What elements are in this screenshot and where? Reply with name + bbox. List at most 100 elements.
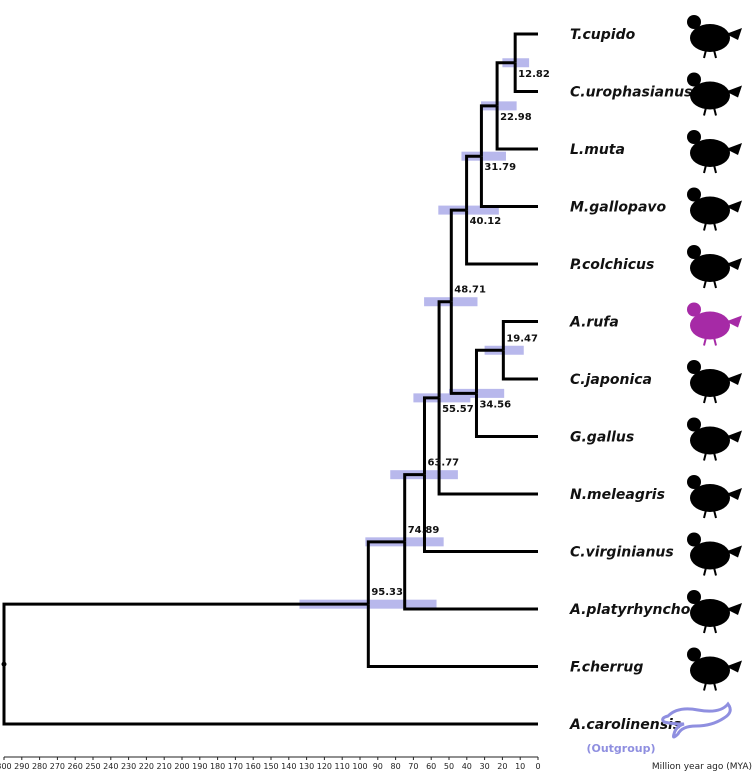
falcon-icon	[687, 647, 742, 691]
axis-tick-label: 100	[352, 762, 367, 771]
bobwhite-icon	[687, 532, 742, 576]
turkey-icon	[687, 187, 742, 231]
taxon-label: A.platyrhynchos	[569, 602, 699, 618]
ci-bar-40.12	[438, 205, 499, 215]
axis-tick-label: 220	[139, 762, 154, 771]
silhouette-icons	[661, 15, 742, 739]
axis-tick-label: 280	[32, 762, 47, 771]
branch-root-1	[2, 664, 538, 726]
branch-n4012-1	[465, 210, 538, 266]
axis-tick-label: 120	[317, 762, 332, 771]
node-age-label: 19.47	[506, 333, 538, 344]
axis-tick-label: 160	[246, 762, 261, 771]
branch-n1282-1	[513, 62, 538, 93]
axis-tick-label: 150	[263, 762, 278, 771]
ptarmigan-icon	[687, 130, 742, 174]
taxon-label: P.colchicus	[570, 257, 654, 273]
axis-tick-label: 250	[85, 762, 100, 771]
rooster-icon	[687, 417, 742, 461]
node-age-label: 40.12	[470, 216, 502, 227]
axis-tick-label: 230	[121, 762, 136, 771]
taxon-labels: T.cupidoC.urophasianusL.mutaM.gallopavoP…	[569, 27, 699, 733]
axis-tick-label: 90	[373, 762, 383, 771]
branch-n7489-0	[403, 473, 425, 542]
branch-n3456-0	[474, 348, 504, 394]
taxon-label: A.carolinensis	[569, 717, 681, 733]
node-age-label: 95.33	[371, 587, 403, 598]
axis-tick-label: 240	[103, 762, 118, 771]
axis-tick-label: 190	[192, 762, 207, 771]
branch-n9533-0	[366, 540, 405, 605]
axis-tick-label: 40	[462, 762, 472, 771]
taxon-label: C.virginianus	[570, 545, 674, 561]
branch-layer	[1, 32, 538, 726]
guineafowl-icon	[687, 475, 742, 519]
node-age-label: 74.89	[408, 525, 440, 536]
lizard-icon	[661, 701, 732, 739]
node-age-labels: 12.82 22.98 31.79 40.12 19.47 34.56 48.71 55.57…	[371, 69, 550, 598]
axis-tick-label: 300	[0, 762, 12, 771]
branch-root-0	[2, 602, 369, 665]
taxon-label: T.cupido	[570, 27, 636, 43]
axis-tick-label: 0	[535, 762, 540, 771]
node-age-label: 48.71	[454, 285, 486, 296]
ci-bar-31.79	[461, 151, 506, 161]
taxon-label: A.rufa	[569, 315, 619, 331]
branch-n3179-0	[479, 104, 498, 157]
node-age-label: 55.57	[442, 404, 474, 415]
partridge-icon	[687, 302, 742, 346]
ci-bar-22.98	[481, 101, 517, 111]
grouse-icon	[687, 15, 742, 59]
branch-n6377-1	[422, 474, 538, 553]
axis-tick-label: 170	[228, 762, 243, 771]
branch-n5557-1	[437, 397, 538, 496]
node-age-label: 12.82	[518, 69, 550, 80]
axis-tick-label: 110	[335, 762, 350, 771]
axis-tick-label: 200	[174, 762, 189, 771]
taxon-label: F.cherrug	[570, 660, 643, 676]
axis-tick-label: 80	[391, 762, 401, 771]
branch-n5557-0	[437, 300, 452, 398]
branch-n3456-1	[474, 393, 538, 438]
branch-n4871-1	[449, 301, 477, 395]
axis-tick-label: 30	[480, 762, 490, 771]
outgroup-label: (Outgroup)	[586, 742, 655, 755]
axis-tick-label: 20	[497, 762, 507, 771]
axis-tick-label: 10	[515, 762, 525, 771]
taxon-label: N.meleagris	[570, 487, 665, 503]
sage-grouse-icon	[687, 72, 742, 116]
taxon-label: M.gallopavo	[570, 200, 667, 216]
branch-n4871-0	[449, 208, 467, 302]
axis-tick-label: 260	[68, 762, 83, 771]
branch-n3179-1	[479, 156, 538, 208]
axis-tick-label: 130	[299, 762, 314, 771]
quail-icon	[687, 360, 742, 404]
axis-tick-label: 180	[210, 762, 225, 771]
node-age-label: 22.98	[500, 112, 532, 123]
branch-n6377-0	[422, 396, 440, 475]
duck-icon	[687, 590, 742, 634]
axis-tick-label: 70	[408, 762, 418, 771]
ci-bar-55.57	[413, 393, 471, 403]
time-axis: Million year ago (MYA) 30029028027026025…	[0, 756, 752, 772]
branch-n1282-0	[513, 32, 538, 63]
axis-tick-label: 210	[157, 762, 172, 771]
axis-tick-label: 290	[14, 762, 29, 771]
taxon-label: C.urophasianus	[570, 85, 692, 101]
axis-tick-label: 60	[426, 762, 436, 771]
pheasant-icon	[687, 245, 742, 289]
taxon-label: L.muta	[570, 142, 625, 158]
taxon-label: G.gallus	[570, 430, 634, 446]
axis-title: Million year ago (MYA)	[652, 762, 752, 772]
axis-tick-label: 50	[444, 762, 454, 771]
branch-n2298-1	[495, 105, 538, 151]
node-age-label: 34.56	[479, 399, 511, 410]
branch-n1947-1	[501, 350, 538, 381]
axis-tick-label: 140	[281, 762, 296, 771]
branch-n9533-1	[366, 604, 538, 668]
node-age-label: 31.79	[484, 162, 516, 173]
branch-n7489-1	[403, 541, 538, 611]
branch-n1947-0	[501, 320, 538, 351]
branch-n4012-0	[465, 154, 482, 211]
